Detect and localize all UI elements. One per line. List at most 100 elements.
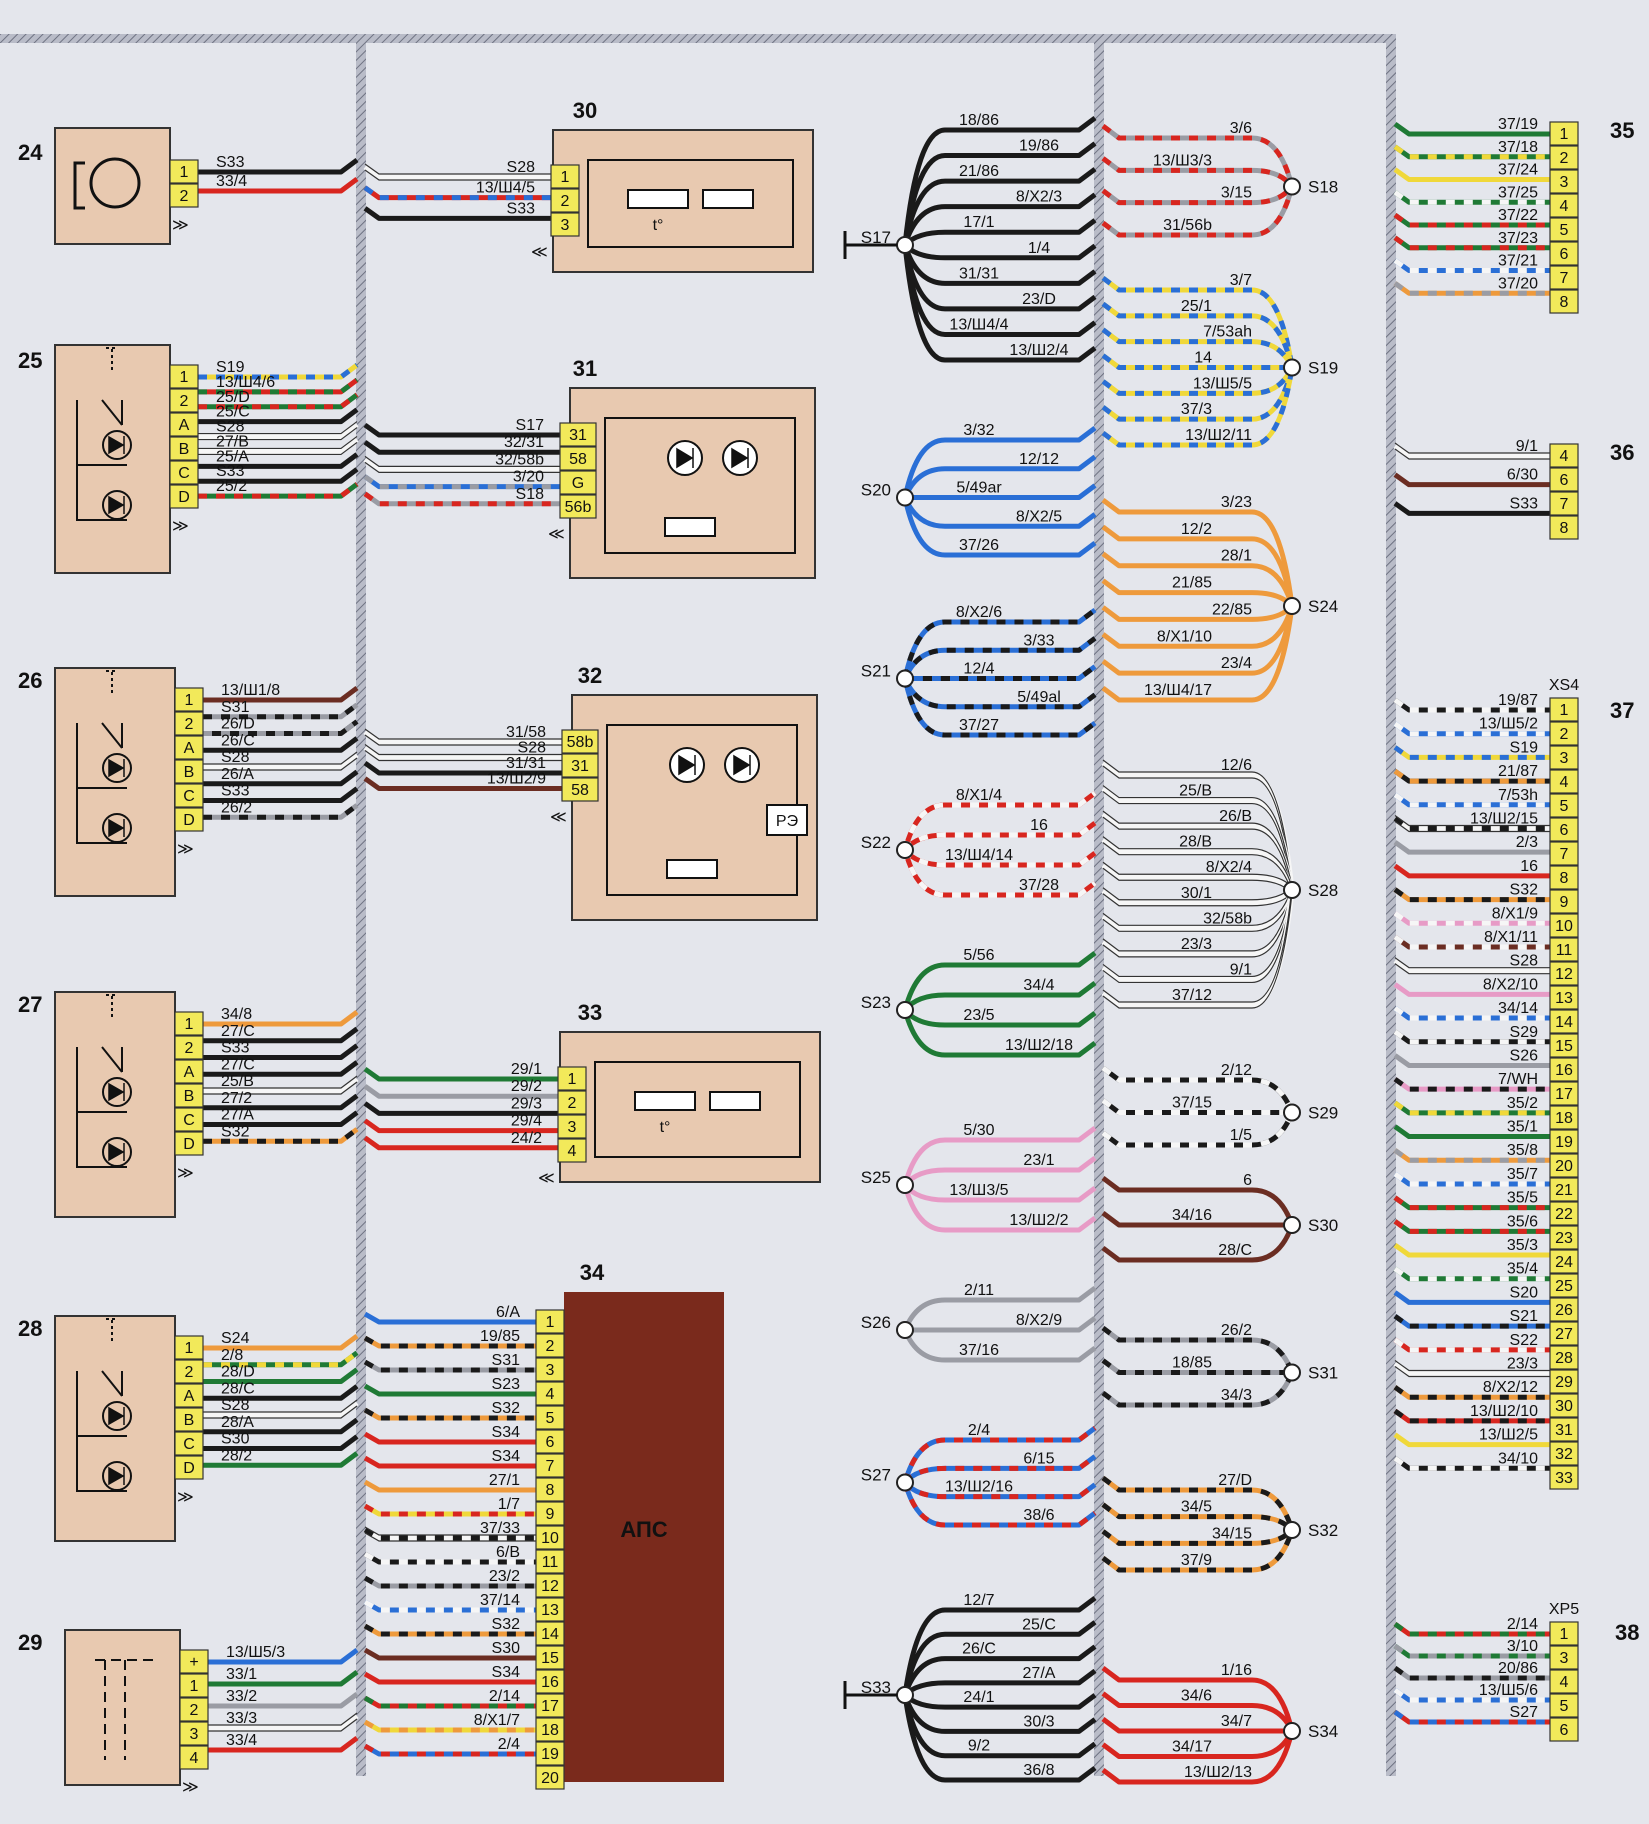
component-24-wire xyxy=(198,158,359,175)
component-34-wire-label: 2/14 xyxy=(489,1688,520,1705)
component-24 xyxy=(54,127,171,245)
splice-s17-wire xyxy=(902,192,1097,246)
splice-s29-wire xyxy=(1101,1111,1295,1148)
splice-s22-wire xyxy=(902,849,1097,898)
component-37-pin-19 xyxy=(1549,1129,1579,1154)
component-25-pin-label: A xyxy=(179,417,190,434)
component-34-wire xyxy=(363,1407,536,1421)
component-36-wire-label: S33 xyxy=(1510,495,1539,512)
component-27-wire-label: 27/A xyxy=(221,1107,254,1124)
component-30-wire-label: 13/Ш4/5 xyxy=(476,180,535,197)
component-34-pin-15 xyxy=(535,1645,565,1670)
component-29 xyxy=(64,1629,181,1786)
component-28-wire xyxy=(203,1417,359,1435)
component-37-pin-label: 3 xyxy=(1560,750,1569,767)
component-37-wire-label: 35/8 xyxy=(1507,1142,1538,1159)
component-30-resistor-icon xyxy=(627,189,689,209)
component-34-pin-label: 18 xyxy=(541,1722,559,1739)
component-35-pin-3 xyxy=(1549,169,1579,194)
component-37-wire-label: S26 xyxy=(1510,1047,1539,1064)
component-33-number: 33 xyxy=(578,1000,602,1025)
component-33-temperature-label: t° xyxy=(660,1119,671,1136)
component-30-wire-label: S33 xyxy=(507,200,536,217)
component-26-wire-label: S28 xyxy=(221,749,250,766)
component-37-wire-label: 23/3 xyxy=(1507,1356,1538,1373)
component-37-wire xyxy=(1393,1006,1550,1021)
splice-s20-wire-label: 8/X2/5 xyxy=(1016,508,1062,525)
component-24-pin-label: 1 xyxy=(180,164,189,181)
component-33-wire-label: 29/2 xyxy=(511,1078,542,1095)
splice-s17-wire-label: 17/1 xyxy=(963,214,994,231)
component-37-wire-label: 13/Ш5/2 xyxy=(1479,716,1538,733)
component-27-pin-label: A xyxy=(184,1064,195,1081)
component-31-pin-56b xyxy=(559,494,597,519)
component-32-pin-label: 58b xyxy=(567,734,594,751)
component-35-wire-label: 37/21 xyxy=(1498,253,1538,270)
component-25-switch-lines xyxy=(76,399,127,521)
component-37-wire-label: 8/X1/9 xyxy=(1492,905,1538,922)
splice-s28-node xyxy=(1283,881,1301,899)
component-37-pin-label: 9 xyxy=(1560,894,1569,911)
component-32-connector-icon: ≪ xyxy=(550,809,567,826)
component-37-wire xyxy=(1393,887,1550,903)
component-34-wire xyxy=(363,1503,536,1517)
component-26-wire xyxy=(203,702,359,720)
splice-s21-name: S21 xyxy=(861,662,891,681)
component-29-pin-4 xyxy=(179,1745,209,1770)
component-34-pin-2 xyxy=(535,1333,565,1358)
component-24-bracket-icon xyxy=(73,161,85,210)
splice-s31-wire-label: 34/3 xyxy=(1221,1387,1252,1404)
component-31-diode-icon xyxy=(731,447,749,469)
component-37-wire xyxy=(1393,1314,1550,1329)
splice-s32-wire xyxy=(1101,1476,1295,1531)
component-37-pin-11 xyxy=(1549,937,1579,962)
component-30-number: 30 xyxy=(573,98,597,123)
splice-s23-wire xyxy=(903,1008,1097,1028)
component-26-pin-label: 1 xyxy=(185,692,194,709)
splice-s18-wire xyxy=(1101,185,1295,238)
component-37-pin-label: 33 xyxy=(1555,1470,1573,1487)
component-26-wire-label: S33 xyxy=(221,783,250,800)
component-31-pin-label: 58 xyxy=(569,451,587,468)
splice-s34-wire-label: 1/16 xyxy=(1221,1662,1252,1679)
component-27-wire xyxy=(203,1060,359,1077)
component-27 xyxy=(54,991,176,1218)
component-34-wire-label: 23/2 xyxy=(489,1568,520,1585)
component-37-wire-label: 13/Ш2/5 xyxy=(1479,1427,1538,1444)
component-25-wire-label: S33 xyxy=(216,463,245,480)
component-30-wire xyxy=(363,185,551,201)
splice-s17-wire-label: 13/Ш4/4 xyxy=(949,316,1008,333)
component-25-pin-D xyxy=(169,484,199,509)
component-29-wire xyxy=(208,1712,359,1732)
component-33-circuit xyxy=(594,1061,801,1158)
component-35-wire xyxy=(1393,235,1550,251)
component-28-connector-icon: ≫ xyxy=(177,1489,194,1506)
component-30-pin-label: 2 xyxy=(561,193,570,210)
splice-s27-wire xyxy=(902,1426,1097,1484)
component-34-pin-6 xyxy=(535,1429,565,1454)
component-27-pin-label: 1 xyxy=(185,1016,194,1033)
component-34-pin-12 xyxy=(535,1573,565,1598)
splice-s34-wire-label: 34/7 xyxy=(1221,1713,1252,1730)
component-37-wire xyxy=(1393,1124,1550,1140)
component-37-pin-30 xyxy=(1549,1393,1579,1418)
splice-s33-wire xyxy=(902,1694,1097,1734)
component-31-wire xyxy=(363,491,560,507)
component-24-wire xyxy=(198,177,359,194)
splice-s20-wire-label: 37/26 xyxy=(959,537,999,554)
component-31-wire-label: S17 xyxy=(516,417,545,434)
component-37-pin-label: 7 xyxy=(1560,846,1569,863)
component-27-wire-label: 34/8 xyxy=(221,1006,252,1023)
splice-s24-wire xyxy=(1101,551,1295,607)
component-31-wire xyxy=(363,455,560,473)
component-37-pin-label: 22 xyxy=(1555,1206,1573,1223)
component-38-wire-label: 3/10 xyxy=(1507,1638,1538,1655)
component-37-pin-label: 18 xyxy=(1555,1110,1573,1127)
splice-s22-wire-label: 13/Ш4/14 xyxy=(945,847,1013,864)
component-37-wire-label: 35/4 xyxy=(1507,1261,1538,1278)
component-33-wire xyxy=(363,1118,558,1134)
component-34-pin-label: 1 xyxy=(546,1314,555,1331)
component-34-pin-19 xyxy=(535,1741,565,1766)
component-25-wire xyxy=(198,392,359,410)
component-32-relay-label: РЭ xyxy=(776,813,798,830)
